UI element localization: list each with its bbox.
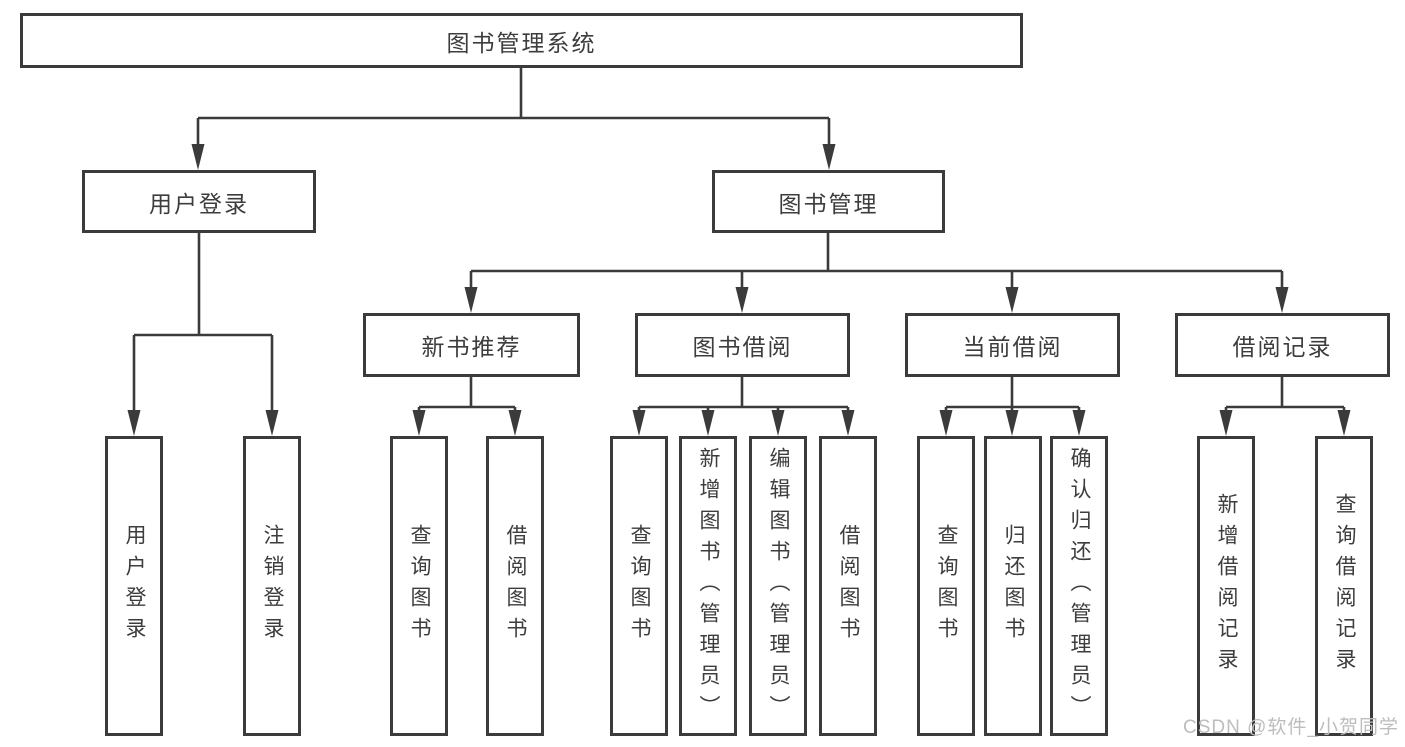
node-label: 查询图书 bbox=[628, 524, 651, 648]
node-label: 查询图书 bbox=[408, 524, 431, 648]
node-label: 查询图书 bbox=[935, 524, 958, 648]
node-label: 注销登录 bbox=[261, 524, 284, 648]
leaf-logout: 注销登录 bbox=[243, 436, 301, 736]
leaf-query-books-borrow: 查询图书 bbox=[610, 436, 668, 736]
node-label: 归还图书 bbox=[1002, 524, 1025, 648]
node-current-borrow: 当前借阅 bbox=[905, 313, 1120, 377]
node-label: 图书借阅 bbox=[692, 334, 793, 360]
node-user-login: 用户登录 bbox=[82, 170, 316, 233]
node-book-borrow: 图书借阅 bbox=[635, 313, 850, 377]
csdn-watermark: CSDN @软件_小贺同学 bbox=[1183, 717, 1399, 738]
connector-current-borrow-children bbox=[939, 377, 1086, 436]
leaf-user-login: 用户登录 bbox=[105, 436, 163, 736]
leaf-add-borrow-record: 新增借阅记录 bbox=[1197, 436, 1255, 736]
connector-user-login-children bbox=[127, 233, 279, 436]
node-new-book-recommend: 新书推荐 bbox=[363, 313, 580, 377]
node-label: 确认归还（管理员） bbox=[1068, 446, 1091, 726]
leaf-query-books-current: 查询图书 bbox=[917, 436, 975, 736]
leaf-return-books: 归还图书 bbox=[984, 436, 1042, 736]
connector-borrow-records-children bbox=[1219, 377, 1351, 436]
node-label: 图书管理系统 bbox=[446, 29, 597, 56]
leaf-borrow-books-recommend: 借阅图书 bbox=[486, 436, 544, 736]
node-label: 借阅记录 bbox=[1232, 334, 1333, 360]
leaf-query-books-recommend: 查询图书 bbox=[390, 436, 448, 736]
node-label: 用户登录 bbox=[149, 190, 249, 217]
leaf-query-borrow-record: 查询借阅记录 bbox=[1315, 436, 1373, 736]
connector-book-borrow-children bbox=[632, 377, 855, 436]
leaf-confirm-return-admin: 确认归还（管理员） bbox=[1050, 436, 1108, 736]
connector-root-to-level2 bbox=[191, 68, 836, 170]
leaf-edit-books-admin: 编辑图书（管理员） bbox=[749, 436, 807, 736]
node-label: 查询借阅记录 bbox=[1333, 493, 1356, 679]
node-library-management-system: 图书管理系统 bbox=[20, 13, 1023, 68]
node-label: 当前借阅 bbox=[962, 334, 1063, 360]
node-label: 新增图书（管理员） bbox=[697, 446, 720, 726]
node-label: 图书管理 bbox=[778, 190, 879, 217]
node-book-management: 图书管理 bbox=[712, 170, 945, 233]
node-label: 编辑图书（管理员） bbox=[767, 446, 790, 726]
node-label: 新增借阅记录 bbox=[1215, 493, 1238, 679]
node-label: 借阅图书 bbox=[504, 524, 527, 648]
connector-new-book-recommend-children bbox=[412, 377, 522, 436]
node-label: 新书推荐 bbox=[421, 334, 522, 360]
connector-book-management-children bbox=[464, 233, 1289, 313]
node-borrow-records: 借阅记录 bbox=[1175, 313, 1390, 377]
leaf-borrow-books: 借阅图书 bbox=[819, 436, 877, 736]
node-label: 用户登录 bbox=[123, 524, 146, 648]
leaf-add-books-admin: 新增图书（管理员） bbox=[679, 436, 737, 736]
node-label: 借阅图书 bbox=[837, 524, 860, 648]
